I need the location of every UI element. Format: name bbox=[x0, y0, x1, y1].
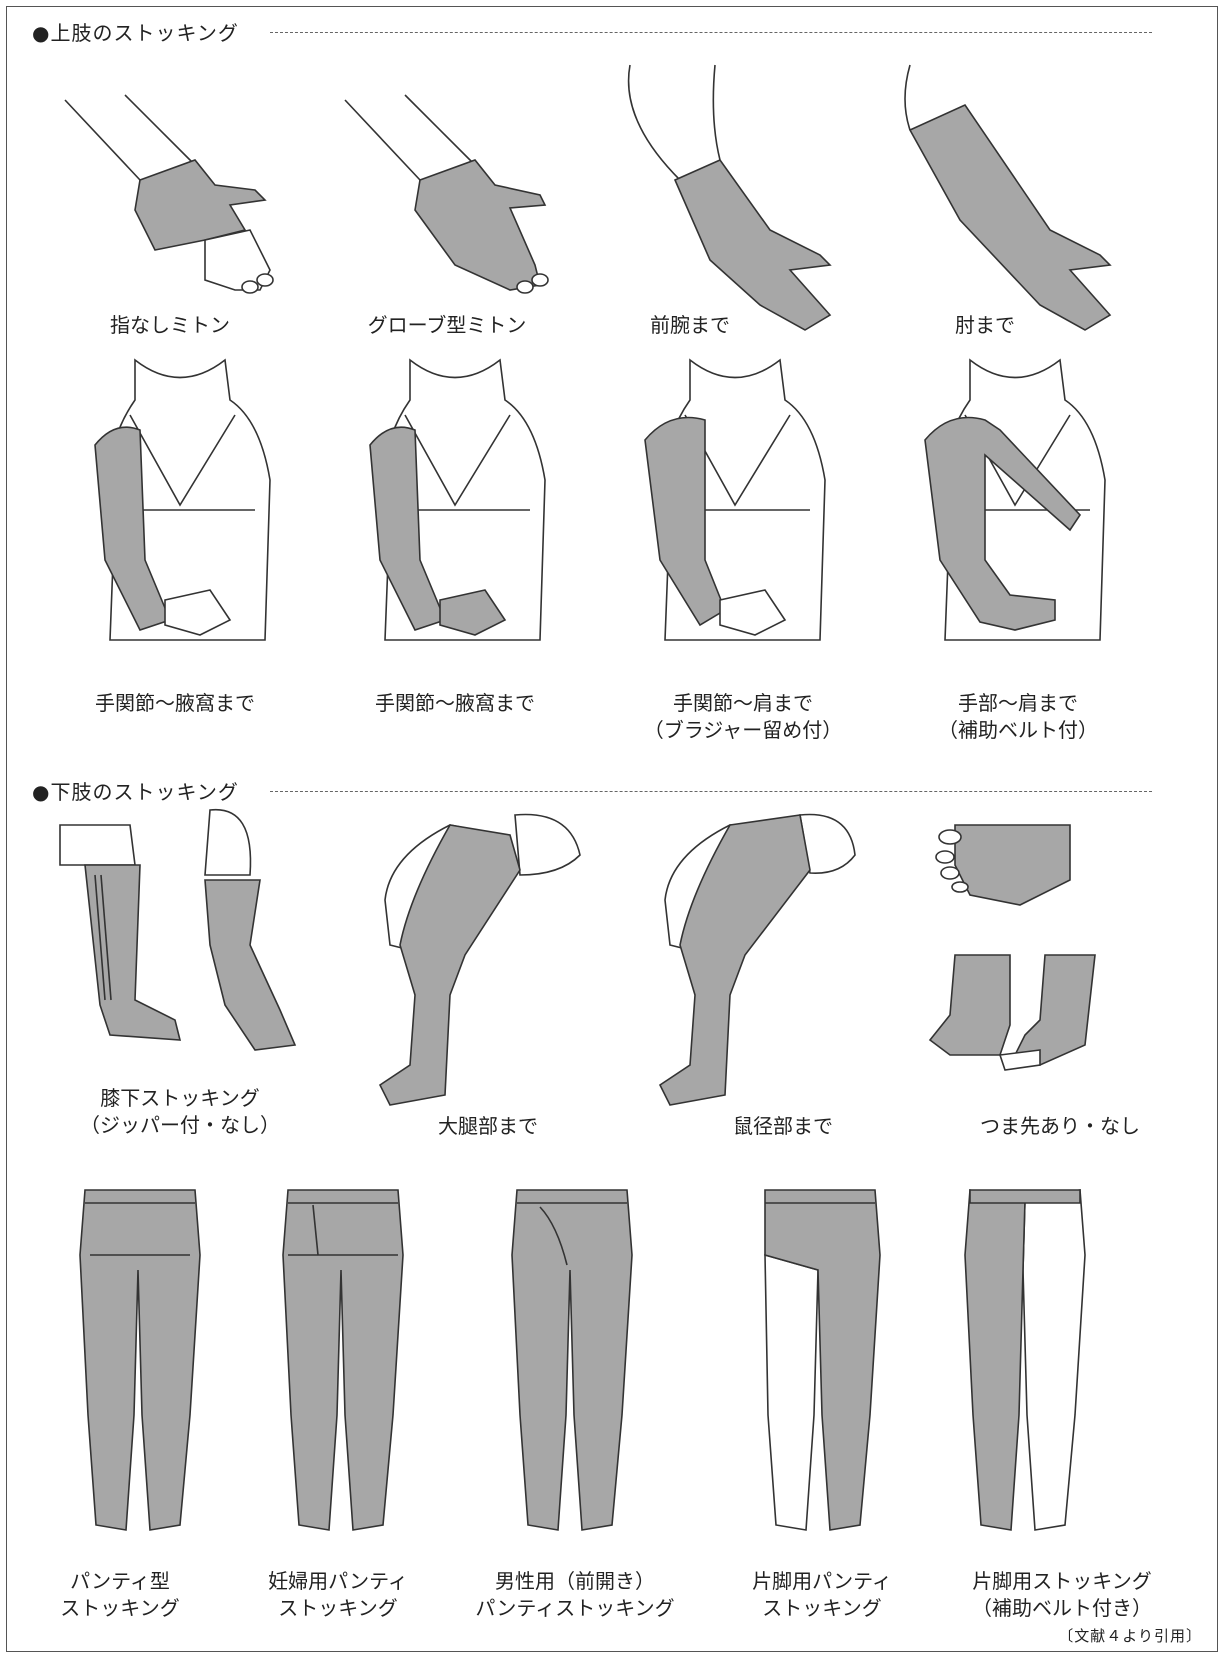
caption-line: グローブ型ミトン bbox=[368, 312, 527, 339]
caption-elbow: 肘まで bbox=[955, 312, 1015, 339]
caption-line: 前腕まで bbox=[650, 312, 730, 339]
caption-line: ストッキング bbox=[752, 1595, 892, 1622]
caption-line: ストッキング bbox=[268, 1595, 408, 1622]
caption-line: ストッキング bbox=[60, 1595, 179, 1622]
caption-thigh: 大腿部まで bbox=[438, 1113, 538, 1140]
caption-line: （ジッパー付・なし） bbox=[80, 1112, 280, 1139]
caption-groin: 鼠径部まで bbox=[733, 1113, 833, 1140]
caption-line: （補助ベルト付） bbox=[938, 717, 1098, 744]
caption-single-leg-pantyhose: 片脚用パンティストッキング bbox=[752, 1568, 892, 1622]
caption-glove-mitten: グローブ型ミトン bbox=[368, 312, 527, 339]
caption-line: パンティストッキング bbox=[475, 1595, 674, 1622]
groin-stocking-illustration bbox=[650, 805, 880, 1105]
section-title-upper: ●上肢のストッキング bbox=[32, 17, 239, 46]
caption-toe: つま先あり・なし bbox=[980, 1113, 1140, 1140]
caption-line: パンティ型 bbox=[60, 1568, 179, 1595]
knee-high-stocking-illustration bbox=[55, 805, 305, 1075]
caption-wrist-shoulder: 手関節～肩まで（ブラジャー留め付） bbox=[644, 690, 843, 744]
caption-wrist-axilla-1: 手関節～腋窩まで bbox=[95, 690, 255, 717]
section-divider-upper bbox=[270, 32, 1152, 33]
caption-line: （ブラジャー留め付） bbox=[644, 717, 843, 744]
section-title-lower: ●下肢のストッキング bbox=[32, 776, 239, 805]
caption-maternity: 妊婦用パンティストッキング bbox=[268, 1568, 408, 1622]
section-header-upper: ●上肢のストッキング bbox=[32, 16, 239, 46]
caption-single-leg-stocking: 片脚用ストッキング（補助ベルト付き） bbox=[972, 1568, 1152, 1622]
caption-line: 肘まで bbox=[955, 312, 1015, 339]
caption-forearm: 前腕まで bbox=[650, 312, 730, 339]
fingerless-mitten-illustration bbox=[55, 90, 285, 320]
glove-mitten-illustration bbox=[335, 90, 565, 320]
section-divider-lower bbox=[270, 791, 1152, 792]
elbow-sleeve-illustration bbox=[900, 60, 1130, 330]
pantyhose-illustration bbox=[80, 1185, 200, 1545]
caption-line: 手関節～腋窩まで bbox=[375, 690, 535, 717]
caption-knee-high: 膝下ストッキング（ジッパー付・なし） bbox=[80, 1085, 280, 1139]
caption-line: 指なしミトン bbox=[110, 312, 230, 339]
caption-line: 妊婦用パンティ bbox=[268, 1568, 408, 1595]
caption-mens: 男性用（前開き）パンティストッキング bbox=[475, 1568, 674, 1622]
caption-line: 片脚用パンティ bbox=[752, 1568, 892, 1595]
single-leg-pantyhose-illustration bbox=[760, 1185, 880, 1545]
caption-wrist-axilla-2: 手関節～腋窩まで bbox=[375, 690, 535, 717]
maternity-pantyhose-illustration bbox=[283, 1185, 403, 1545]
toe-options-illustration bbox=[930, 825, 1130, 1095]
caption-pantyhose: パンティ型ストッキング bbox=[60, 1568, 179, 1622]
caption-line: 片脚用ストッキング bbox=[972, 1568, 1152, 1595]
caption-hand-shoulder: 手部～肩まで（補助ベルト付） bbox=[938, 690, 1098, 744]
caption-line: 男性用（前開き） bbox=[475, 1568, 674, 1595]
caption-line: 膝下ストッキング bbox=[80, 1085, 280, 1112]
caption-line: つま先あり・なし bbox=[980, 1113, 1140, 1140]
single-leg-stocking-illustration bbox=[965, 1185, 1085, 1545]
thigh-high-stocking-illustration bbox=[370, 805, 600, 1105]
caption-line: 手関節～腋窩まで bbox=[95, 690, 255, 717]
citation: 〔文献４より引用〕 bbox=[1058, 1625, 1202, 1646]
caption-line: 鼠径部まで bbox=[733, 1113, 833, 1140]
caption-line: 大腿部まで bbox=[438, 1113, 538, 1140]
caption-line: 手関節～肩まで bbox=[644, 690, 843, 717]
hand-to-shoulder-sleeve-illustration bbox=[905, 360, 1125, 650]
forearm-sleeve-illustration bbox=[620, 60, 850, 330]
caption-fingerless-mitten: 指なしミトン bbox=[110, 312, 230, 339]
wrist-to-shoulder-sleeve-illustration bbox=[625, 360, 845, 650]
wrist-to-axilla-sleeve-illustration-1 bbox=[70, 360, 290, 650]
caption-line: （補助ベルト付き） bbox=[972, 1595, 1152, 1622]
section-header-lower: ●下肢のストッキング bbox=[32, 775, 239, 805]
mens-pantyhose-illustration bbox=[512, 1185, 632, 1545]
caption-line: 手部～肩まで bbox=[938, 690, 1098, 717]
wrist-to-axilla-sleeve-illustration-2 bbox=[345, 360, 565, 650]
